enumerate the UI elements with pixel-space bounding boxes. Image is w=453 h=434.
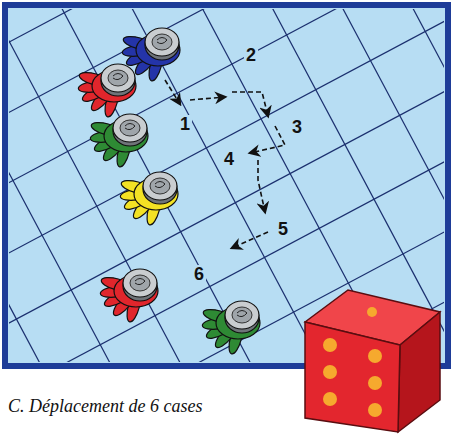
move-arrow <box>232 92 268 116</box>
move-arrow <box>190 97 225 100</box>
step-number: 6 <box>192 265 206 283</box>
pieces <box>78 28 260 355</box>
caption: C. Déplacement de 6 cases <box>8 396 202 417</box>
step-number: 2 <box>244 46 258 64</box>
board-grid <box>9 9 444 362</box>
game-piece <box>90 114 148 168</box>
move-arrow <box>165 80 180 104</box>
move-path <box>165 80 285 248</box>
move-arrow <box>250 126 285 153</box>
step-number: 3 <box>290 118 304 136</box>
step-number: 5 <box>276 220 290 238</box>
game-piece <box>120 172 178 226</box>
die <box>305 290 440 432</box>
game-piece <box>100 269 158 323</box>
step-number: 4 <box>222 150 236 168</box>
game-piece <box>202 301 260 355</box>
step-number: 1 <box>178 115 192 133</box>
move-arrow <box>258 160 265 212</box>
move-arrow <box>232 232 268 248</box>
game-piece <box>78 64 136 118</box>
